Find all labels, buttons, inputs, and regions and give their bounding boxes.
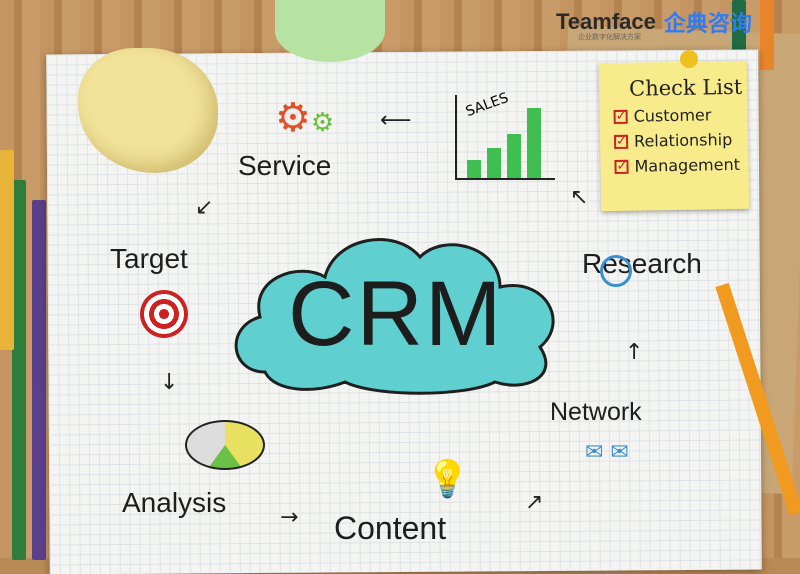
checklist-item: ✓ Management: [614, 155, 748, 176]
green-pencil-right: [732, 0, 746, 60]
pushpin-icon: [680, 50, 698, 68]
checkbox-icon: ✓: [613, 133, 629, 149]
checklist-title: Check List: [628, 74, 743, 101]
label-target: Target: [110, 243, 188, 274]
label-service: Service: [238, 150, 332, 181]
teamface-logo: Teamface 企典咨询 企业数字化解决方案: [556, 6, 752, 41]
arrow-icon: ↗: [525, 490, 544, 515]
checklist-item-label: Management: [634, 154, 741, 176]
logo-chinese: 企典咨询: [663, 12, 752, 37]
logo-tagline: 企业数字化解决方案: [578, 33, 641, 41]
arrow-icon: ↓: [160, 370, 179, 395]
crm-cloud: [234, 238, 555, 395]
label-network: Network: [550, 398, 642, 426]
checklist-item-label: Relationship: [633, 129, 733, 151]
envelopes-icon: ✉ ✉: [585, 440, 629, 465]
arrow-icon: ↑: [625, 340, 644, 365]
purple-pencil: [32, 200, 46, 560]
lightbulb-icon: 💡: [425, 459, 470, 500]
orange-pencil-right: [760, 0, 774, 70]
checklist-item: ✓Relationship: [613, 129, 748, 151]
magnifier-icon: [600, 255, 632, 287]
checkbox-icon: ✓: [613, 108, 628, 124]
checklist-item-label: Customer: [633, 105, 712, 126]
arrow-icon: ⟵: [380, 108, 412, 133]
arrow-icon: ↙: [195, 195, 214, 220]
logo-name: Teamface: [556, 9, 656, 34]
checkbox-icon: ✓: [614, 158, 629, 174]
sales-label: SALES: [463, 89, 511, 121]
label-analysis: Analysis: [122, 487, 227, 518]
label-content: Content: [334, 510, 447, 546]
yellow-pencil: [0, 150, 14, 350]
gears-icon: ⚙⚙: [275, 95, 335, 141]
arrow-icon: →: [280, 505, 299, 530]
sales-chart-icon: SALES: [455, 90, 555, 180]
crumpled-yellow-paper: [78, 48, 218, 173]
arrow-icon: ↖: [570, 185, 589, 210]
checklist-sticky-note: Check List ✓Customer ✓Relationship ✓Mana…: [598, 60, 750, 212]
crm-title: CRM: [288, 263, 504, 365]
target-icon: [140, 290, 188, 338]
green-pencil: [12, 180, 26, 560]
pie-chart-icon: [185, 420, 265, 470]
crumpled-green-paper: [275, 0, 385, 62]
checklist-item: ✓ Customer: [613, 105, 747, 126]
